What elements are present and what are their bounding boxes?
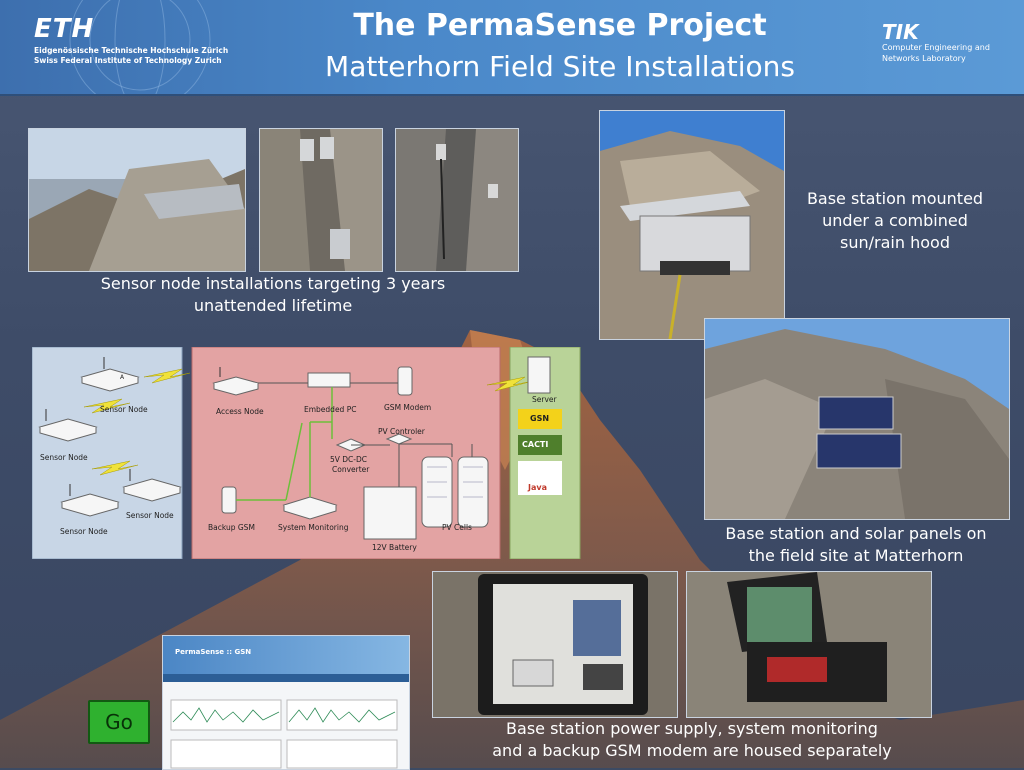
caption-line: and a backup GSM modem are housed separa…	[492, 741, 892, 760]
caption-line: sun/rain hood	[840, 233, 950, 252]
eth-logo: ETH	[34, 14, 95, 44]
server-label: Server	[532, 395, 557, 404]
sensor-node-photo-2	[259, 128, 383, 272]
gsn-web-interface-screenshot: PermaSense :: GSN	[162, 635, 410, 770]
tik-name: Computer Engineering and Networks Labora…	[882, 42, 990, 64]
converter-label: Converter	[332, 465, 370, 474]
pv-controller-label: PV Controler	[378, 427, 425, 436]
thumb-title: PermaSense :: GSN	[175, 648, 252, 656]
solar-panels-caption: Base station and solar panels on the fie…	[704, 523, 1008, 567]
eth-name-english: Swiss Federal Institute of Technology Zu…	[34, 56, 222, 65]
java-logo: Java	[528, 483, 547, 492]
caption-line: under a combined	[822, 211, 968, 230]
base-station-hood-photo	[599, 110, 785, 340]
thumb-header: PermaSense :: GSN	[163, 636, 409, 674]
embedded-pc-label: Embedded PC	[304, 405, 357, 414]
solar-panels-photo	[704, 318, 1010, 520]
sensor-node-caption: Sensor node installations targeting 3 ye…	[28, 273, 518, 317]
thumb-nav	[163, 674, 409, 682]
caption-line: unattended lifetime	[193, 296, 353, 315]
sensor-node-label: Sensor Node	[60, 527, 108, 536]
sensor-node-photo-3	[395, 128, 519, 272]
node-label-a: A	[120, 374, 125, 381]
tik-logo: TIK	[882, 20, 919, 44]
caption-line: Base station power supply, system monito…	[506, 719, 878, 738]
pv-cells-label: PV Cells	[442, 523, 472, 532]
sensor-node-label: Sensor Node	[40, 453, 88, 462]
tik-name-line1: Computer Engineering and	[882, 43, 990, 52]
gsm-modem-label: GSM Modem	[384, 403, 432, 412]
caption-line: the field site at Matterhorn	[748, 546, 964, 565]
diagram-graphics	[32, 347, 581, 559]
page-subtitle: Matterhorn Field Site Installations	[325, 50, 795, 83]
eth-name-german: Eidgenössische Technische Hochschule Zür…	[34, 46, 229, 55]
caption-line: Base station and solar panels on	[725, 524, 987, 543]
system-architecture-diagram: A Sensor Node Sensor Node Sensor Node Se…	[32, 347, 584, 559]
sensor-node-label: Sensor Node	[126, 511, 174, 520]
sensor-node-label: Sensor Node	[100, 405, 148, 414]
go-button[interactable]: Go	[88, 700, 150, 744]
power-supply-box-photo	[432, 571, 678, 718]
monitoring-box-photo	[686, 571, 932, 718]
slide-header: ETH Eidgenössische Technische Hochschule…	[0, 0, 1024, 96]
system-monitoring-label: System Monitoring	[278, 523, 349, 532]
caption-line: Base station mounted	[806, 189, 984, 208]
backup-gsm-label: Backup GSM	[208, 523, 255, 532]
gsn-logo: GSN	[530, 414, 550, 423]
power-supply-caption: Base station power supply, system monito…	[432, 718, 952, 762]
caption-line: Sensor node installations targeting 3 ye…	[100, 274, 446, 293]
thumb-graphs	[170, 699, 398, 769]
battery-label: 12V Battery	[372, 543, 417, 552]
page-title: The PermaSense Project	[353, 8, 767, 43]
tik-name-line2: Networks Laboratory	[882, 54, 966, 63]
dcdc-label: 5V DC-DC	[330, 455, 368, 464]
globe-graphic	[69, 0, 211, 94]
access-node-label: Access Node	[216, 407, 264, 416]
sensor-node-photo-1	[28, 128, 246, 272]
base-station-hood-caption: Base station mounted under a combined su…	[786, 188, 1004, 254]
cacti-logo: CACTI	[522, 440, 549, 449]
